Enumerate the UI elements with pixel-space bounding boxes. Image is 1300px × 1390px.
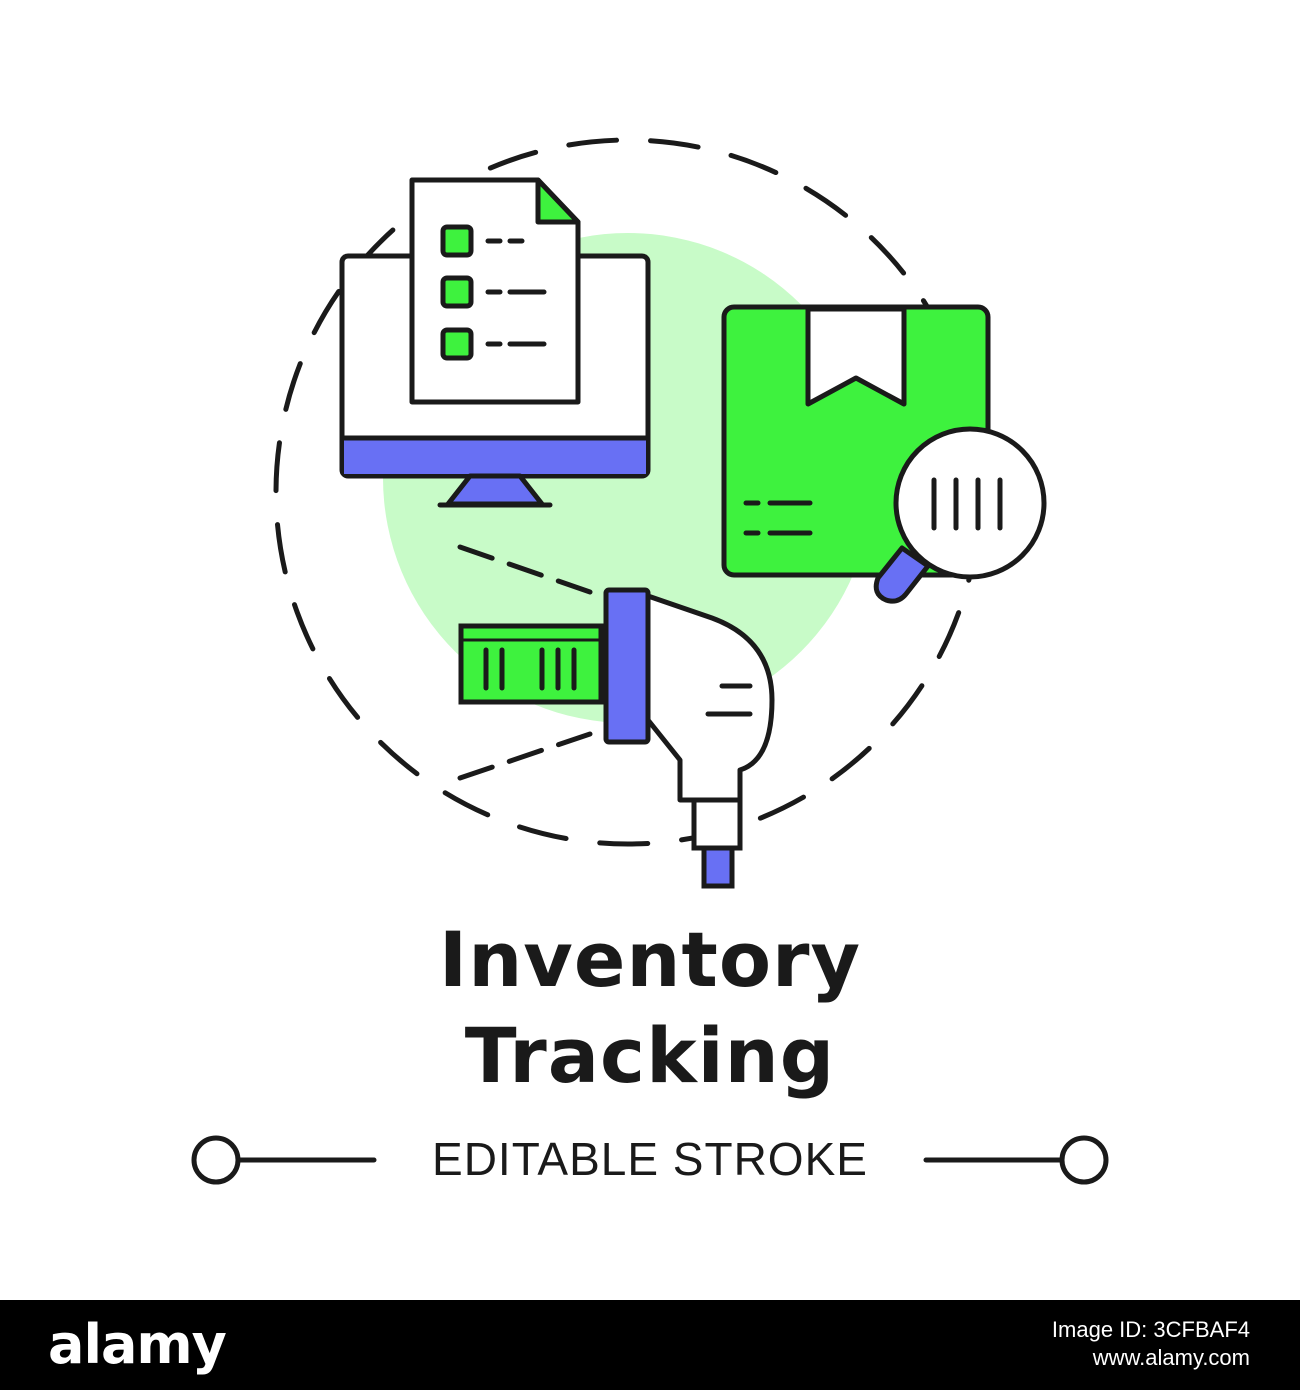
site-url-text: www.alamy.com <box>1092 1345 1250 1370</box>
checklist-document-icon <box>409 177 581 405</box>
inventory-tracking-illustration <box>273 137 1047 889</box>
barcode-scanner-icon <box>457 544 775 889</box>
title-line-2: Tracking <box>464 1011 836 1100</box>
watermark-meta: Image ID: 3CFBAF4 www.alamy.com <box>1052 1316 1250 1372</box>
right-node-circle <box>1059 1135 1109 1185</box>
image-id-text: Image ID: 3CFBAF4 <box>1051 1317 1250 1342</box>
alamy-logo: alamy <box>48 1313 227 1376</box>
title-line-1: Inventory <box>438 915 862 1004</box>
editable-stroke-label: EDITABLE STROKE <box>432 1133 868 1185</box>
magnifier-barcode-icon <box>873 426 1047 604</box>
watermark-bar: alamy Image ID: 3CFBAF4 www.alamy.com <box>0 1300 1300 1390</box>
editable-stroke-divider <box>191 1135 1109 1185</box>
